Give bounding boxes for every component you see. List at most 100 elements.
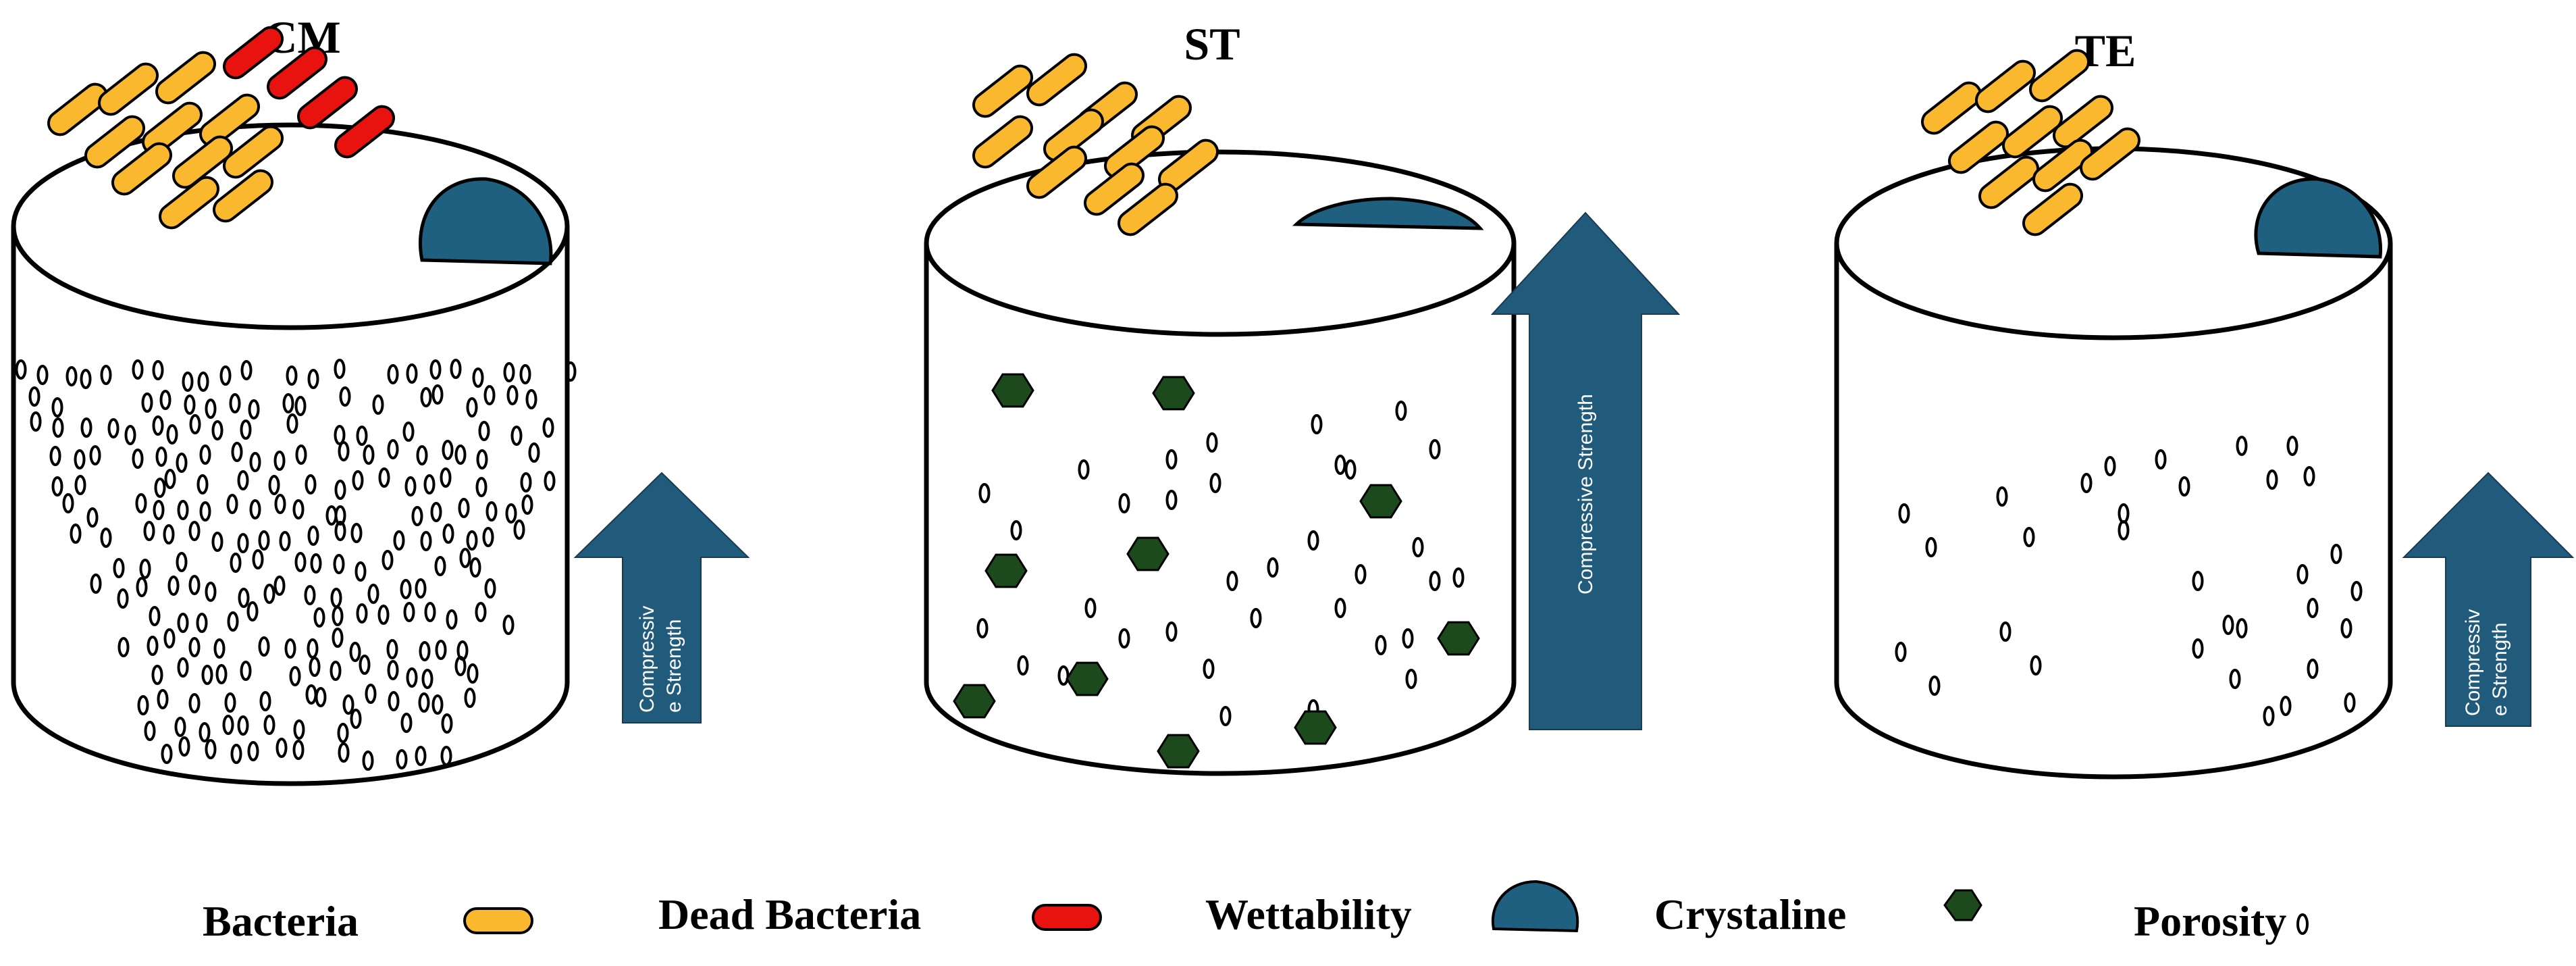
pore (273, 576, 286, 596)
arrow-label-cm-line1: Compressiv (636, 606, 658, 713)
panel-title-st: ST (1184, 18, 1240, 70)
pore (52, 417, 64, 438)
legend-label-bacteria: Bacteria (203, 897, 359, 945)
pore (1084, 598, 1097, 618)
pore (141, 392, 153, 413)
legend-item-wettability: Wettability (1205, 880, 1579, 938)
pore (441, 713, 453, 734)
pore (525, 389, 537, 409)
pore (139, 559, 151, 579)
dead-bacteria-capsule (222, 26, 284, 80)
pore (446, 609, 458, 630)
pore (454, 444, 467, 465)
pore (2286, 436, 2298, 456)
pore (2192, 638, 2204, 659)
cylinder-cm (11, 122, 570, 786)
pore (2344, 692, 2356, 713)
pore (2307, 598, 2319, 618)
pore (248, 399, 260, 420)
pore (1395, 401, 1407, 421)
pore (188, 637, 201, 657)
pore (1898, 503, 1910, 524)
pore (334, 359, 346, 379)
bacteria-capsule (1920, 81, 1982, 135)
pore (478, 421, 490, 441)
pore (307, 526, 319, 546)
bacteria-capsule (84, 115, 146, 169)
bacteria-capsule (1978, 155, 2040, 209)
pore (472, 367, 484, 388)
pore (502, 615, 515, 635)
pore (332, 628, 344, 648)
pore (2266, 469, 2278, 490)
pore (222, 715, 234, 735)
pore (2118, 520, 2130, 540)
bacteria-capsule (1947, 120, 2009, 174)
pore (167, 576, 180, 596)
pore (205, 739, 217, 759)
pore (503, 362, 515, 382)
pore (350, 523, 363, 543)
pore (1334, 598, 1346, 618)
pore (15, 359, 27, 380)
pore (132, 449, 144, 469)
pore (1452, 567, 1465, 588)
panel-st: ST Compressive Strength (924, 18, 1681, 776)
pore (352, 470, 364, 490)
pore (528, 442, 540, 463)
legend-label-porosity: Porosity (2134, 897, 2286, 945)
pore (356, 426, 368, 446)
legend: Bacteria Dead Bacteria Wettability Cryst… (203, 880, 2309, 945)
pore (420, 531, 432, 551)
pore (1118, 493, 1130, 513)
bacteria-capsule (212, 169, 274, 223)
bacteria-capsule (2079, 127, 2141, 181)
pore (143, 521, 155, 541)
pore (1017, 655, 1029, 676)
pore (273, 451, 286, 471)
pore (386, 639, 398, 659)
legend-label-wettability: Wettability (1205, 890, 1412, 938)
pore (334, 521, 346, 541)
pore (310, 553, 322, 574)
bacteria-capsule (2052, 95, 2114, 149)
pore (419, 641, 431, 661)
pore (411, 506, 423, 526)
pore (154, 478, 166, 498)
pore (49, 446, 61, 466)
pore (1429, 439, 1441, 459)
arrow-label-cm-line2: e Strength (663, 619, 685, 713)
pore (506, 385, 519, 405)
pore (274, 494, 286, 514)
cylinder-st (924, 149, 1517, 776)
pore (144, 721, 156, 741)
pore (227, 611, 239, 632)
pore (1429, 571, 1441, 591)
pore (1405, 669, 1417, 689)
pore (28, 386, 41, 407)
pore (151, 665, 163, 685)
pore (2155, 449, 2167, 469)
pore (418, 692, 430, 713)
pore (359, 655, 371, 675)
pore (430, 502, 442, 522)
pore (196, 613, 208, 633)
bacteria-capsule (972, 64, 1034, 118)
pore (416, 445, 428, 465)
pore (388, 691, 400, 711)
pore (132, 359, 144, 380)
crystaline-hexagon (984, 553, 1028, 588)
pore (307, 638, 319, 659)
pore (211, 532, 224, 552)
pore (292, 740, 305, 760)
pore (137, 695, 149, 715)
pore (62, 493, 74, 513)
pore (415, 746, 427, 766)
pore (440, 467, 452, 488)
pore (363, 444, 375, 465)
pore (268, 475, 280, 495)
pore (293, 719, 305, 740)
pore (338, 742, 350, 763)
pore (284, 638, 296, 659)
porosity-group-st (976, 401, 1465, 726)
